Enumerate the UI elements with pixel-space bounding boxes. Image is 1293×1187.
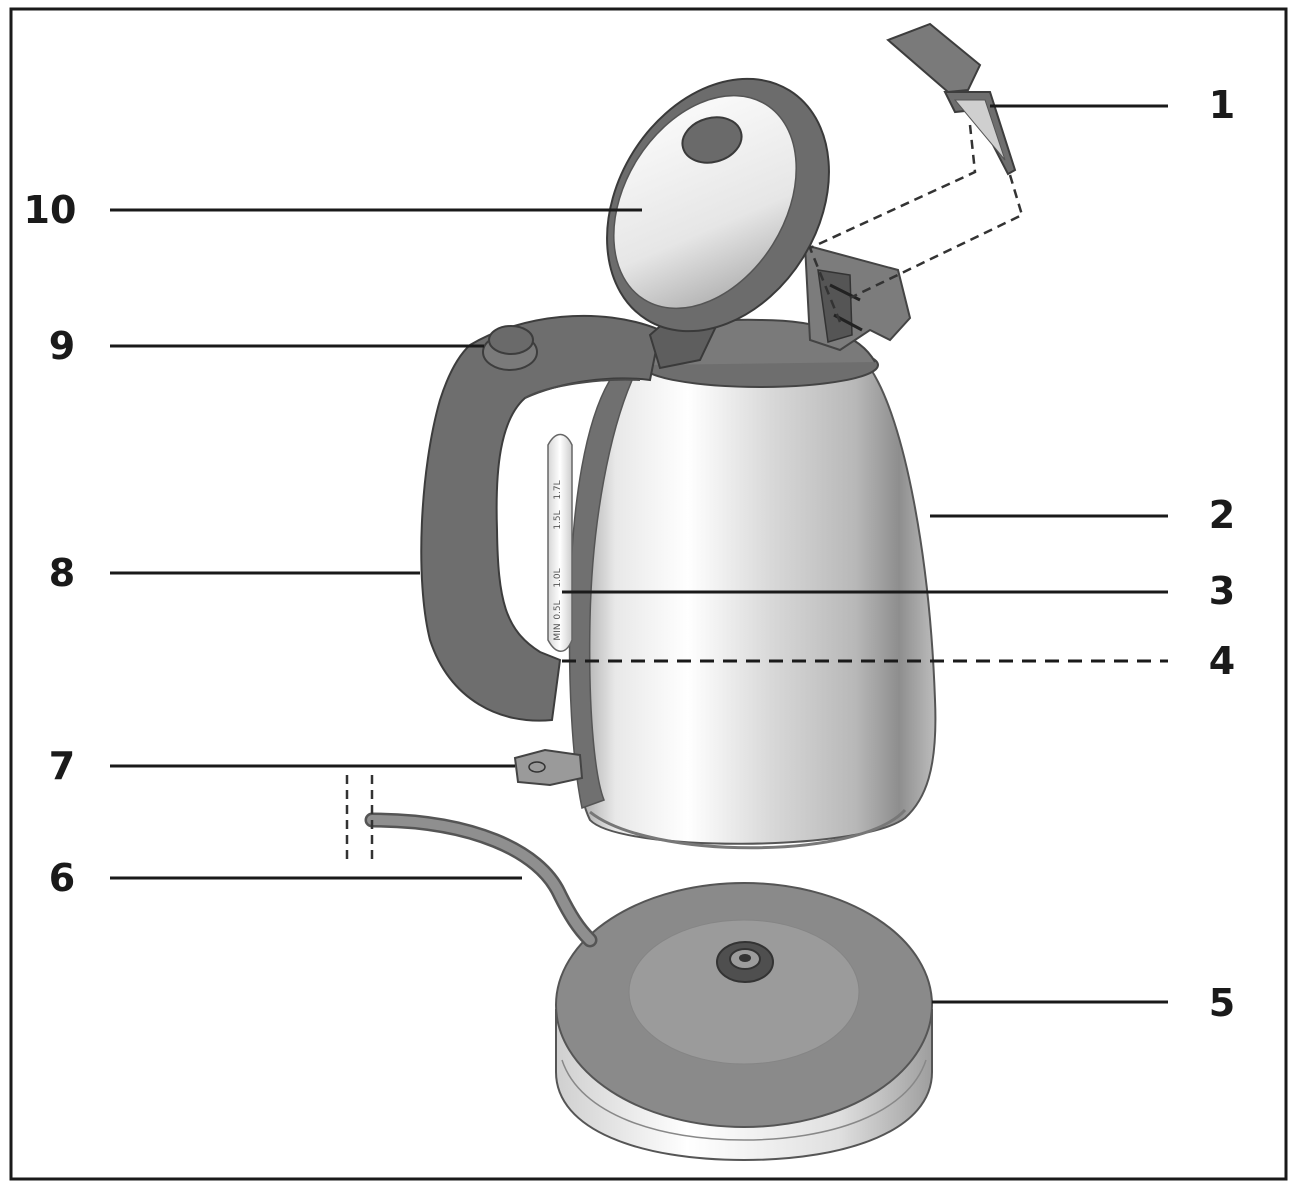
callout-2: 2 xyxy=(1209,493,1235,537)
kettle-handle-grip xyxy=(420,314,662,722)
power-cord-highlight xyxy=(367,815,595,945)
lid-release-button-top xyxy=(488,325,534,355)
kettle-lid-cap xyxy=(613,94,797,310)
power-cord xyxy=(345,775,598,948)
filter-insertion-guide-1 xyxy=(808,124,977,323)
kettle-handle-inner-edge xyxy=(524,378,641,399)
limescale-filter-frame xyxy=(943,91,1017,176)
power-base xyxy=(555,882,933,1162)
water-mark-1: 1.7L xyxy=(553,480,563,499)
lid-release-button xyxy=(482,325,538,371)
kettle-body-shell xyxy=(570,352,937,845)
callout-10: 10 xyxy=(24,188,77,232)
limescale-filter xyxy=(808,22,1024,323)
limescale-filter-mesh xyxy=(953,99,1006,161)
callout-3: 3 xyxy=(1209,569,1235,613)
water-mark-5: MIN xyxy=(553,623,563,640)
kettle-lid xyxy=(606,77,830,370)
callout-1: 1 xyxy=(1209,83,1235,127)
power-base-connector-pin xyxy=(739,954,751,962)
water-mark-3: 1.0L xyxy=(553,568,563,587)
callout-9: 9 xyxy=(49,324,75,368)
water-mark-2: 1.5L xyxy=(553,510,563,529)
callout-8: 8 xyxy=(49,551,75,595)
power-base-recess xyxy=(628,919,860,1065)
on-off-switch-indicator-icon xyxy=(528,761,546,773)
water-mark-4: 0.5L xyxy=(553,600,563,619)
kettle-handle-side-strip xyxy=(568,377,635,810)
power-base-rim xyxy=(561,1059,927,1141)
callout-7: 7 xyxy=(49,744,75,788)
callout-5: 5 xyxy=(1209,981,1235,1025)
water-level-window xyxy=(547,433,573,652)
callout-4: 4 xyxy=(1209,639,1235,683)
kettle-body xyxy=(568,243,937,850)
callout-6: 6 xyxy=(49,856,75,900)
on-off-switch xyxy=(513,748,584,787)
kettle-lid-knob xyxy=(681,116,743,164)
spout-filter-rail-1 xyxy=(829,283,861,302)
on-off-switch-paddle xyxy=(513,748,584,787)
limescale-filter-tab xyxy=(886,22,982,94)
kettle-body-bottom-rim xyxy=(589,808,907,850)
filter-insertion-guide-2 xyxy=(849,174,1024,300)
kettle-handle: 1.7L 1.5L 1.0L 0.5L MIN xyxy=(420,314,662,722)
